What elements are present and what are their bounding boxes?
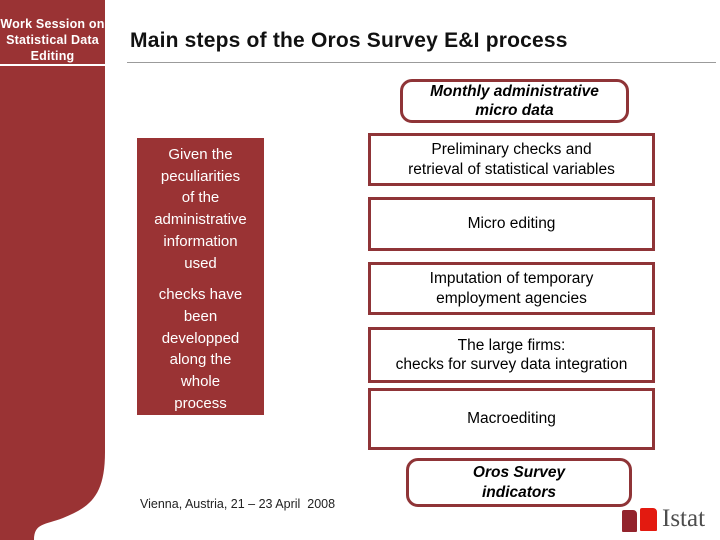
istat-logo: Istat	[621, 505, 716, 535]
flow-step-box-2: Micro editing	[368, 197, 655, 251]
flow-result-box: Oros Survey indicators	[406, 458, 632, 507]
istat-logo-mark-red-icon	[640, 508, 657, 531]
flow-step-box-4: The large firms: checks for survey data …	[368, 327, 655, 383]
footer-venue: Vienna, Austria, 21 – 23 April 2008	[140, 497, 336, 511]
istat-logo-mark-dark-icon	[622, 510, 637, 532]
flow-step-box-5: Macroediting	[368, 388, 655, 450]
sidebar-title: Work Session on Statistical Data Editing	[0, 17, 105, 63]
left-note-para2: checks have been developped along the wh…	[158, 286, 243, 412]
title-underline	[127, 62, 716, 63]
flow-step-box-1: Preliminary checks and retrieval of stat…	[368, 133, 655, 186]
slide-title: Main steps of the Oros Survey E&I proces…	[130, 29, 568, 52]
istat-logo-text: Istat	[662, 505, 706, 532]
sidebar-ribbon	[0, 0, 105, 540]
flow-source-box: Monthly administrative micro data	[400, 79, 629, 123]
flow-step-box-3: Imputation of temporary employment agenc…	[368, 262, 655, 315]
sidebar-divider-line	[0, 64, 105, 66]
left-note-box: Given the peculiarities of the administr…	[137, 138, 264, 415]
left-note-para1: Given the peculiarities of the administr…	[154, 146, 247, 272]
